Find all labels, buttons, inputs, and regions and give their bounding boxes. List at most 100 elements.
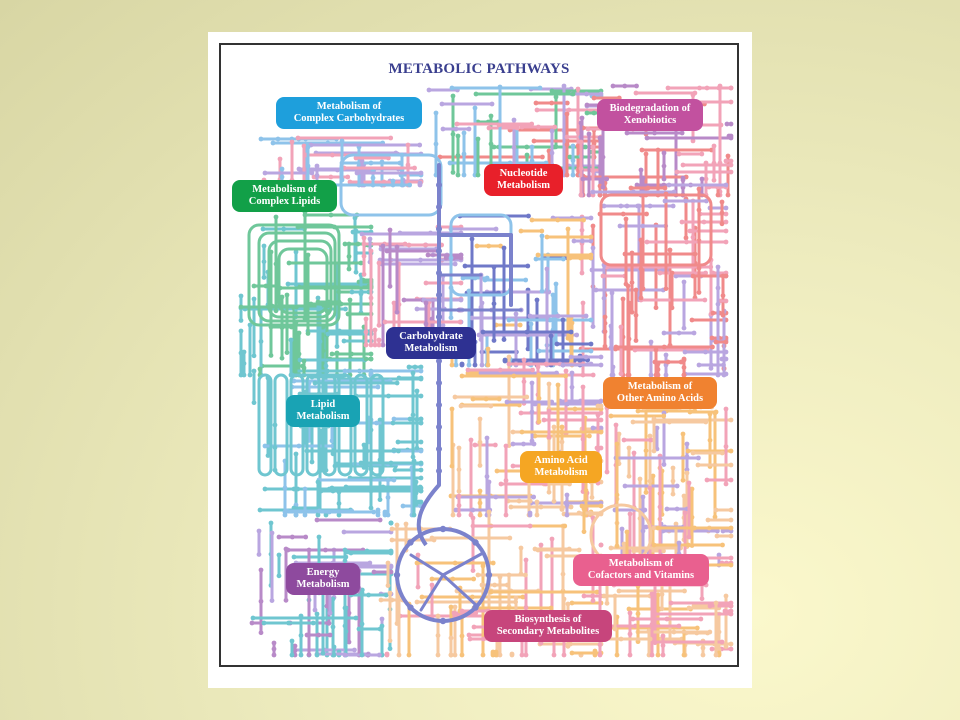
compound-node <box>412 364 418 370</box>
compound-node <box>503 478 509 483</box>
compound-node <box>447 160 453 166</box>
compound-node <box>653 372 659 378</box>
compound-node <box>414 445 420 451</box>
compound-node <box>618 636 624 642</box>
compound-node <box>302 512 308 518</box>
compound-node <box>690 92 696 98</box>
compound-node <box>508 504 514 510</box>
compound-node <box>539 288 545 294</box>
label-xenobiotics: Biodegradation of Xenobiotics <box>597 99 703 131</box>
compound-node <box>689 514 695 520</box>
compound-node <box>391 300 397 306</box>
compound-node <box>728 611 734 617</box>
compound-node <box>388 548 394 554</box>
compound-node <box>288 337 294 343</box>
compound-node <box>343 629 349 634</box>
compound-node <box>284 508 290 514</box>
compound-node <box>284 350 290 355</box>
compound-node <box>686 480 692 486</box>
compound-node <box>628 185 634 191</box>
compound-node <box>555 217 561 223</box>
compound-node <box>378 597 384 603</box>
compound-node <box>472 105 478 111</box>
compound-node <box>553 281 559 287</box>
label-line: Other Amino Acids <box>616 393 704 404</box>
compound-node <box>660 528 666 534</box>
compound-node <box>429 576 435 582</box>
compound-node <box>538 542 544 548</box>
compound-node <box>268 353 274 358</box>
compound-node <box>587 510 593 516</box>
compound-node <box>448 652 454 658</box>
compound-node <box>428 230 433 236</box>
compound-node <box>655 652 661 658</box>
compound-node <box>492 442 498 448</box>
compound-node <box>396 448 401 454</box>
compound-node <box>595 412 601 418</box>
compound-node <box>261 620 267 626</box>
compound-node <box>347 297 353 303</box>
compound-node <box>681 357 687 363</box>
compound-node <box>728 525 734 531</box>
compound-node <box>354 170 360 176</box>
label-line: Metabolism <box>404 343 458 354</box>
label-nucleotide: Nucleotide Metabolism <box>484 164 563 196</box>
compound-node <box>681 652 687 658</box>
compound-node <box>504 399 510 405</box>
compound-node <box>291 505 297 511</box>
compound-node <box>664 616 670 622</box>
compound-node <box>614 441 620 447</box>
compound-node <box>380 342 386 348</box>
label-lipid: Lipid Metabolism <box>286 395 360 427</box>
compound-node <box>712 514 718 520</box>
compound-node <box>659 606 665 612</box>
compound-node <box>703 176 709 182</box>
compound-node <box>660 652 666 658</box>
compound-node <box>361 253 367 259</box>
compound-node <box>241 372 247 378</box>
compound-node <box>382 319 388 325</box>
compound-node <box>511 117 517 123</box>
compound-node <box>342 652 348 658</box>
compound-node <box>484 435 490 441</box>
compound-node <box>452 560 458 566</box>
compound-node <box>470 515 476 521</box>
compound-node <box>458 280 464 286</box>
label-line: Carbohydrate <box>399 331 463 342</box>
compound-node <box>329 351 335 357</box>
compound-node <box>598 429 604 435</box>
compound-node <box>647 433 653 439</box>
compound-node <box>713 600 719 606</box>
map-title: METABOLIC PATHWAYS <box>388 61 570 77</box>
compound-node <box>379 616 385 622</box>
compound-node <box>418 439 424 445</box>
label-line: Nucleotide <box>499 168 548 179</box>
compound-node <box>580 436 586 442</box>
compound-node <box>452 652 458 658</box>
compound-node <box>353 228 359 234</box>
compound-node <box>283 597 289 603</box>
compound-node <box>401 297 407 303</box>
compound-node <box>486 509 492 515</box>
compound-node <box>650 473 656 479</box>
compound-node <box>279 294 285 300</box>
compound-node <box>466 632 472 638</box>
label-line: Cofactors and Vitamins <box>587 570 695 581</box>
compound-node <box>665 85 671 91</box>
compound-node <box>578 166 584 171</box>
compound-node <box>588 215 594 221</box>
compound-node <box>521 357 527 363</box>
compound-node <box>414 560 420 566</box>
compound-node <box>538 504 544 510</box>
compound-node <box>292 648 298 653</box>
compound-node <box>419 594 425 600</box>
compound-node <box>423 321 429 327</box>
compound-node <box>356 626 362 632</box>
compound-node <box>388 569 394 575</box>
compound-node <box>643 490 649 495</box>
compound-node <box>456 493 462 499</box>
compound-node <box>320 615 326 621</box>
compound-node <box>699 596 705 602</box>
compound-node <box>346 254 352 259</box>
compound-node <box>470 568 476 573</box>
